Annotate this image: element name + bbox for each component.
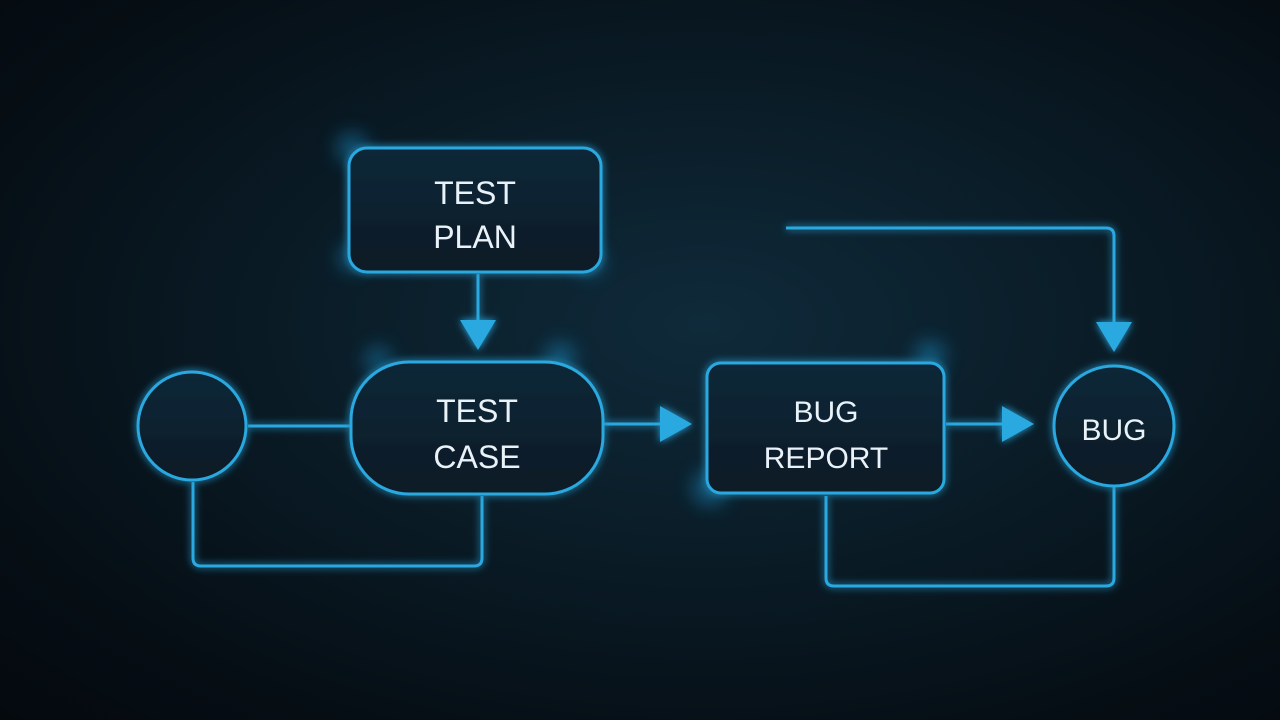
arrowhead-right-bug [1002,406,1034,442]
test-plan-label-line2: PLAN [433,219,517,255]
bug-report-box [705,361,946,495]
bug-report-label-line2: REPORT [764,442,888,475]
bug-circle [1052,364,1176,488]
edge-bottom-loop-right [824,486,1116,588]
connector-lines [191,226,1116,588]
test-case-label-line2: CASE [433,439,520,475]
bug-node: BUG [1052,364,1176,488]
test-plan-label-line1: TEST [434,175,516,211]
edge-top-line-to-bug [786,226,1116,322]
edge-bottom-loop-left [191,482,484,568]
test-case-box [349,360,605,496]
bug-label: BUG [1081,414,1146,447]
bug-report-label-line1: BUG [793,396,858,429]
arrowhead-right-bug-report [660,406,692,442]
test-case-label-line1: TEST [436,393,518,429]
start-node [136,370,248,482]
bug-report-node: BUG REPORT [705,361,946,495]
arrowheads [460,320,1132,442]
test-plan-box [347,146,603,274]
arrowhead-down-bug [1096,322,1132,352]
test-plan-node: TEST PLAN [347,146,603,274]
test-case-node: TEST CASE [349,360,605,496]
start-circle [136,370,248,482]
arrowhead-down-test-case [460,320,496,350]
